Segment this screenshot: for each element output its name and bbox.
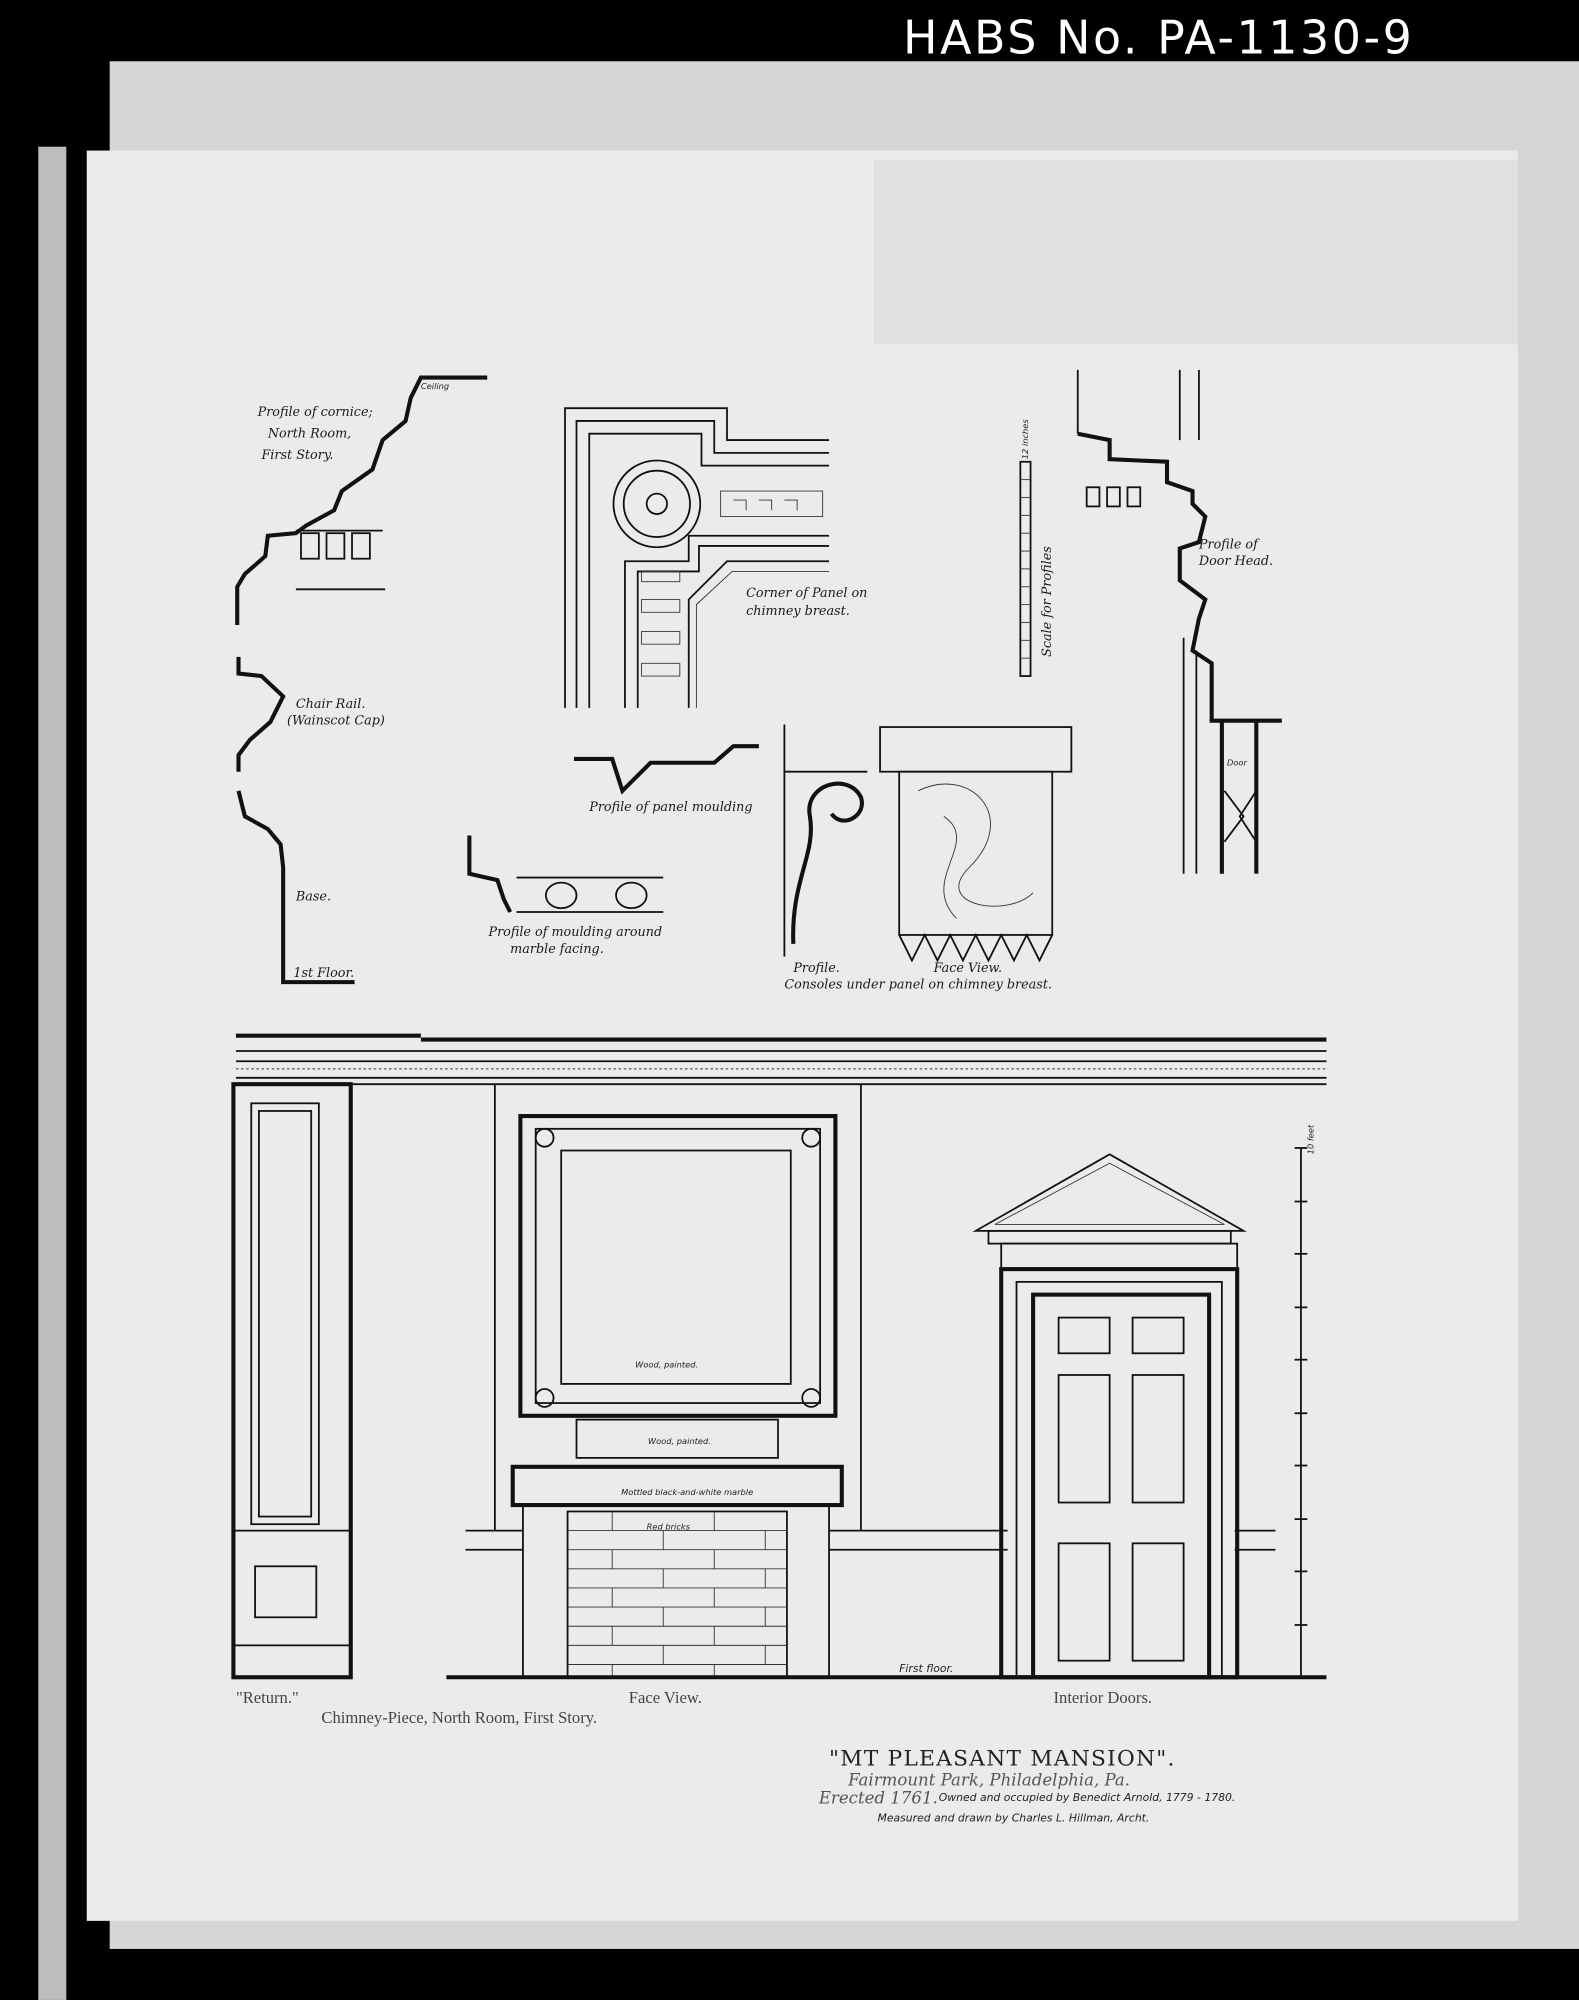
consoles-label: Consoles under panel on chimney breast.	[784, 978, 1052, 993]
profile-scale-label: Scale for Profiles	[1040, 546, 1055, 657]
cornice-label: Profile of cornice;North Room,First Stor…	[257, 405, 373, 463]
door-head-profile	[1076, 369, 1282, 874]
wood-painted-label-2: Wood, painted.	[648, 1436, 711, 1446]
door-label: Door	[1227, 757, 1248, 767]
profile-scale-units: 12 inches	[1020, 419, 1030, 460]
console-detail	[783, 724, 1073, 963]
drawing-title: "MT PLEASANT MANSION".	[829, 1746, 1176, 1771]
return-caption: "Return."	[236, 1688, 299, 1707]
panel-moulding-label: Profile of panel moulding	[588, 800, 752, 815]
wood-painted-label-1: Wood, painted.	[635, 1359, 698, 1369]
base-label: Base.	[295, 890, 331, 905]
elevation-scale-bar	[1294, 1147, 1308, 1679]
panel-corner-detail	[564, 407, 830, 708]
face-view-caption: Face View.	[629, 1688, 702, 1707]
interior-doors-caption: Interior Doors.	[1054, 1688, 1153, 1707]
location-text: Fairmount Park, Philadelphia, Pa.	[847, 1771, 1130, 1790]
erected-text: Erected 1761.	[818, 1789, 938, 1808]
marble-label: Mottled black-and-white marble	[621, 1487, 753, 1497]
ceiling-label: Ceiling	[421, 381, 449, 391]
marble-moulding-profile	[467, 835, 664, 913]
owner-text: Owned and occupied by Benedict Arnold, 1…	[939, 1791, 1236, 1804]
bricks-label: Red bricks	[647, 1521, 691, 1531]
console-profile-label: Profile.	[792, 961, 840, 976]
habs-number: HABS No. PA-1130-9	[903, 11, 1414, 65]
cornice-profile	[235, 375, 488, 985]
panel-moulding-profile	[573, 744, 759, 795]
chimney-piece-elevation	[231, 1033, 1327, 1680]
profile-scale-bar	[1019, 460, 1032, 677]
elevation-scale-units: 10 feet	[1306, 1124, 1316, 1154]
chimney-piece-caption: Chimney-Piece, North Room, First Story.	[321, 1708, 597, 1727]
sheet-edge	[38, 146, 67, 2000]
chair-rail-label: Chair Rail.(Wainscot Cap)	[287, 697, 385, 729]
first-floor-label: 1st Floor.	[293, 966, 354, 981]
drawn-by-text: Measured and drawn by Charles L. Hillman…	[878, 1811, 1150, 1824]
console-face-label: Face View.	[933, 961, 1002, 976]
floor-label: First floor.	[899, 1662, 953, 1675]
